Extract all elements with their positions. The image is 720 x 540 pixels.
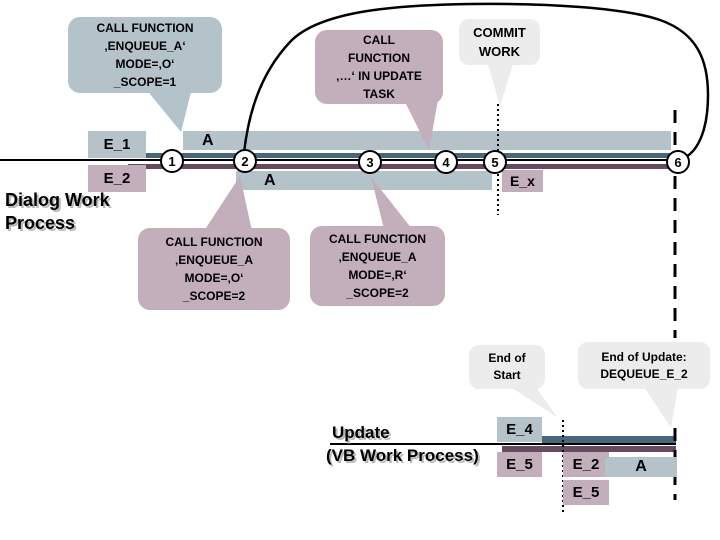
tail-commit-work xyxy=(487,61,514,106)
timeline-marker-6: 6 xyxy=(666,150,690,174)
callout-commit-work: COMMIT WORK xyxy=(459,19,540,65)
lock-a-bar-lower xyxy=(236,171,492,190)
lock-label-e4: E_4 xyxy=(497,417,542,442)
update-subtitle: (VB Work Process) xyxy=(326,446,479,465)
callout-end-of-update: End of Update: DEQUEUE_E_2 xyxy=(578,342,710,389)
tail-enqueue-scope2-o xyxy=(204,176,252,231)
lock-label-a-upper: A xyxy=(202,132,214,149)
tail-enqueue-scope1 xyxy=(145,88,192,132)
dialog-teal-lock-bar xyxy=(128,153,676,158)
dialog-plum-lock-bar xyxy=(128,164,676,169)
tail-end-of-update xyxy=(644,387,678,428)
callout-enqueue-scope2-r: CALL FUNCTION ‚ENQUEUE_A MODE=‚R‘ _SCOPE… xyxy=(310,226,445,306)
lock-label-e5-update: E_5 xyxy=(563,480,609,505)
lock-label-e1: E_1 xyxy=(88,131,146,158)
lock-label-e2: E_2 xyxy=(88,165,146,192)
timeline-marker-1: 1 xyxy=(160,149,184,173)
timeline-marker-5: 5 xyxy=(483,150,507,174)
update-teal-lock-bar xyxy=(542,436,676,443)
callout-update-task: CALL FUNCTION ‚…‘ IN UPDATE TASK xyxy=(315,30,443,104)
callout-enqueue-scope1: CALL FUNCTION ‚ENQUEUE_A‘ MODE=‚O‘ _SCOP… xyxy=(68,17,222,93)
callout-end-of-start: End of Start xyxy=(469,345,545,389)
tail-update-task xyxy=(404,100,438,150)
scope-arc-curve xyxy=(242,2,710,160)
dialog-work-process-title: Dialog Work Process xyxy=(5,190,110,233)
timeline-marker-2: 2 xyxy=(233,149,257,173)
tail-enqueue-scope2-r xyxy=(371,177,412,229)
update-title: Update xyxy=(332,423,390,442)
tail-end-of-start xyxy=(509,386,557,417)
update-plum-lock-bar xyxy=(502,446,676,452)
lock-label-a-update: A xyxy=(605,457,677,477)
lock-label-e5: E_5 xyxy=(497,452,542,477)
timeline-marker-3: 3 xyxy=(358,150,382,174)
lock-label-ex: E_x xyxy=(502,170,543,192)
lock-label-a-lower: A xyxy=(264,172,276,189)
timeline-marker-4: 4 xyxy=(434,150,458,174)
callout-enqueue-scope2-o: CALL FUNCTION ‚ENQUEUE_A MODE=‚O‘ _SCOPE… xyxy=(138,228,290,310)
lock-label-e2-update: E_2 xyxy=(563,452,609,477)
